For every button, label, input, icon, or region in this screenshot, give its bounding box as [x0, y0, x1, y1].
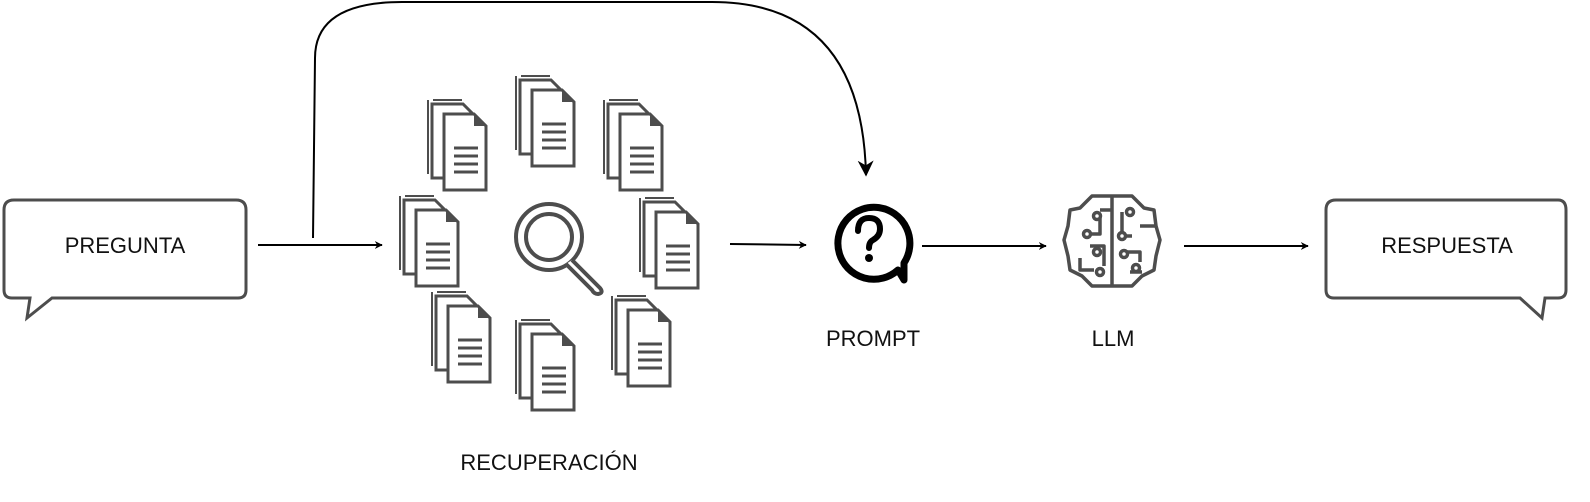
question-label: PREGUNTA	[64, 233, 186, 258]
magnifier-icon	[514, 202, 604, 296]
document-stack-icon	[610, 294, 672, 388]
document-stack-icon	[426, 98, 488, 192]
document-stack-icon	[514, 74, 576, 168]
brain-circuit-icon	[1062, 194, 1162, 288]
arrow-question-to-prompt	[312, 1, 874, 239]
document-stack-icon	[514, 318, 576, 412]
document-stack-icon	[430, 290, 492, 384]
llm-label: LLM	[1091, 326, 1135, 351]
document-stack-icon	[638, 196, 700, 290]
answer-label: RESPUESTA	[1381, 233, 1513, 258]
answer-bubble	[1324, 198, 1568, 321]
prompt-label: PROMPT	[825, 326, 921, 351]
question-chat-icon	[834, 203, 914, 284]
document-stack-icon	[398, 194, 460, 288]
retrieval-label: RECUPERACIÓN	[460, 450, 638, 475]
question-bubble	[2, 198, 248, 322]
arrow-retrieval-to-prompt	[729, 240, 807, 249]
document-stack-icon	[602, 98, 664, 192]
